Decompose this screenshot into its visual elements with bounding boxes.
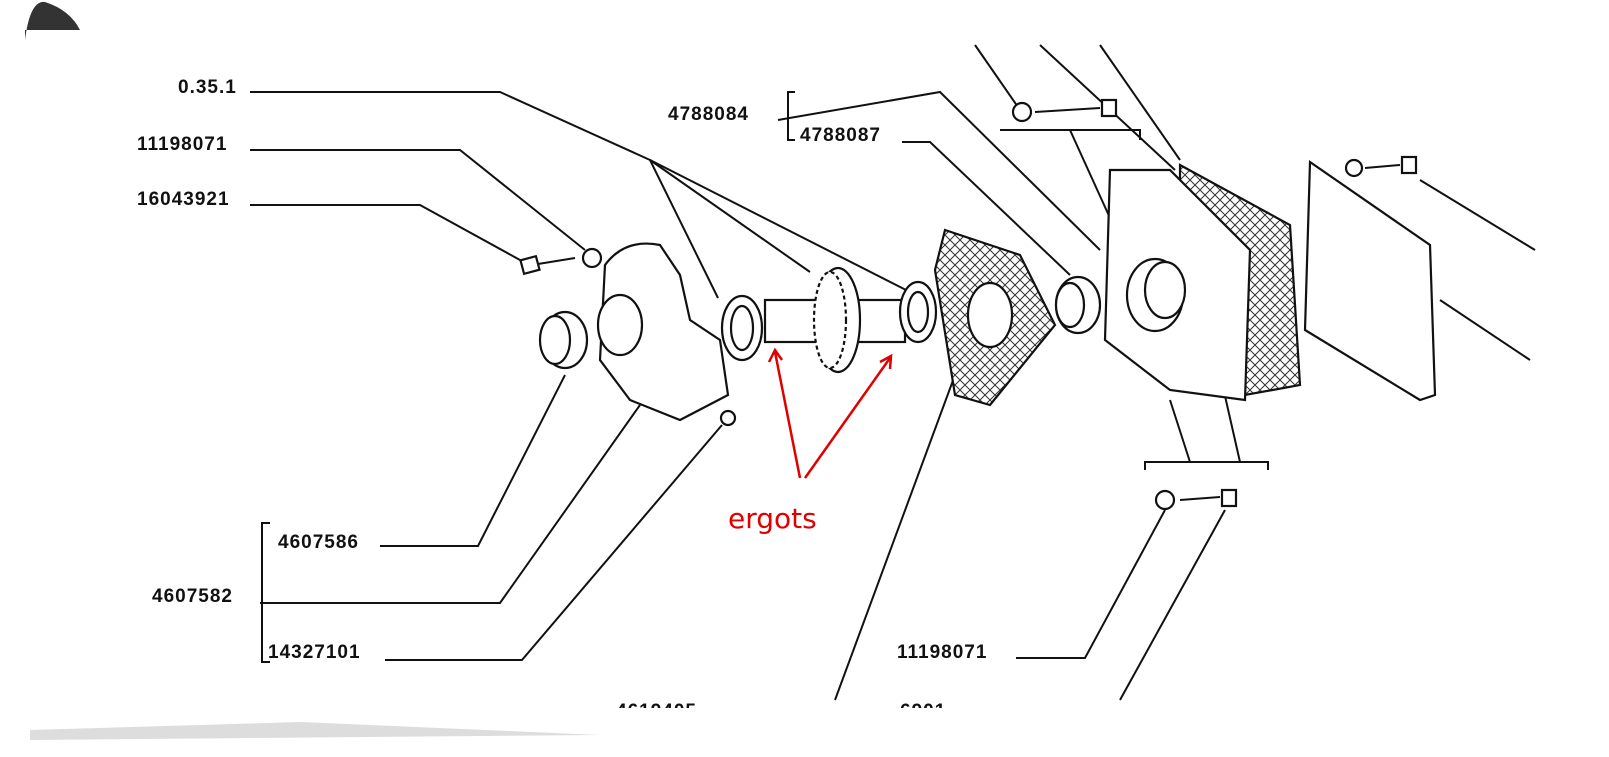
part-label-11198071-bottom: 11198071	[897, 642, 987, 663]
cover-plate	[1303, 159, 1437, 402]
gasket-hole	[966, 281, 1014, 349]
bushing-4607586	[538, 310, 589, 370]
housing-4607582	[598, 242, 730, 422]
gear-shaft	[763, 266, 907, 374]
ergots-label: ergots	[728, 502, 817, 535]
housing-bore	[596, 293, 644, 357]
bolt-bottom	[1154, 488, 1238, 511]
shim-right	[898, 280, 938, 344]
part-label-0351: 0.35.1	[178, 77, 237, 98]
part-label-4788087: 4788087	[800, 125, 881, 146]
part-label-4788084: 4788084	[668, 104, 749, 125]
part-label-16043921: 16043921	[137, 189, 230, 210]
bracket-4788084	[787, 91, 795, 141]
ergots-annotation: ergots	[728, 347, 893, 535]
leader-lines	[250, 44, 1536, 701]
part-label-11198071-top: 11198071	[137, 134, 227, 155]
bracket-4607582	[261, 522, 270, 663]
washer-11198071-top	[581, 247, 603, 269]
part-label-4607582: 4607582	[152, 586, 233, 607]
plug-14327101	[719, 409, 737, 427]
part-label-bottom-partial: 6901	[900, 701, 946, 722]
shim-left	[720, 294, 764, 362]
scan-edge-artifact	[30, 722, 600, 740]
cover-bore	[1125, 257, 1187, 333]
scan-corner-artifact	[25, 1, 80, 40]
bushing-4788087	[1054, 275, 1102, 335]
part-label-4619405: 4619405	[616, 701, 697, 722]
bolt-cover	[1344, 155, 1418, 178]
bolt-16043921	[519, 254, 576, 276]
bolt-top	[1011, 98, 1118, 123]
part-label-14327101: 14327101	[268, 642, 361, 663]
part-label-4607586: 4607586	[278, 532, 359, 553]
